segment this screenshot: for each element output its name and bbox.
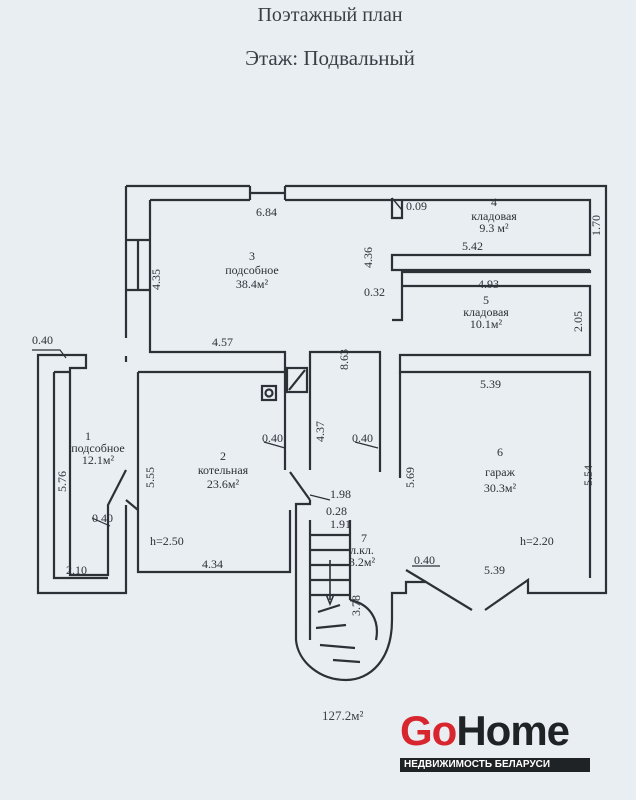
room-4-number: 4 [491,195,497,209]
dim-0-40-boiler: 0.40 [262,431,283,445]
room-5-name: кладовая [463,305,509,319]
dim-0-40-left: 0.40 [32,333,53,347]
outer-wall-inner [148,200,402,478]
room-5-area: 10.1м² [470,317,503,331]
dim-0-40-garage: 0.40 [414,553,435,567]
chimney [285,366,309,394]
left-room-inner [52,370,108,580]
dim-4-34: 4.34 [202,557,223,571]
floor-label: Этаж: Подвальный [245,46,415,70]
door-storage4 [391,197,403,211]
height-boiler: h=2.50 [150,534,184,548]
logo-go: Go [400,707,457,754]
dim-8-63: 8.63 [337,349,351,370]
logo-tagline: НЕДВИЖИМОСТЬ БЕЛАРУСИ [400,758,590,772]
storage5-wall [398,284,592,578]
room-5-number: 5 [483,293,489,307]
room-2-area: 23.6м² [207,477,240,491]
window-top [248,186,287,200]
logo-wordmark: GoHome [400,708,590,754]
left-outer-wall [36,186,128,595]
dim-2-10: 2.10 [66,563,87,577]
room-1-name: подсобное [71,441,125,455]
dim-5-55: 5.55 [143,467,157,488]
dim-0-40-door: 0.40 [92,511,113,525]
floor-plan: 6.84 0.09 4.35 4.36 5.42 1.70 4.93 0.32 … [32,184,608,682]
dim-4-57: 4.57 [212,335,233,349]
dim-4-36: 4.36 [361,247,375,268]
dim-3-78: 3.78 [349,595,363,616]
room-6-name: гараж [485,465,516,479]
room-6-area: 30.3м² [484,481,517,495]
room-7-name: л.кл. [350,543,374,557]
total-area: 127.2м² [322,708,364,723]
room-3-name: подсобное [225,263,279,277]
dim-2-05: 2.05 [571,311,585,332]
dim-0-09: 0.09 [406,199,427,213]
garage-door-left [405,569,427,583]
room-1-area: 12.1м² [82,453,115,467]
outer-wall [126,184,608,682]
dim-1-70: 1.70 [589,215,603,236]
dim-1-98: 1.98 [330,487,351,501]
gohome-logo: GoHome НЕДВИЖИМОСТЬ БЕЛАРУСИ [400,708,590,774]
dim-5-42: 5.42 [462,239,483,253]
dim-4-35: 4.35 [149,269,163,290]
dim-5-76: 5.76 [55,471,69,492]
dim-5-69: 5.69 [403,467,417,488]
room-2-name: котельная [198,463,249,477]
window-left [126,238,150,292]
dim-0-40-center: 0.40 [352,431,373,445]
logo-home: Home [456,707,570,754]
room-7-area: 3.2м² [349,555,376,569]
room-6-number: 6 [497,445,503,459]
top-inner-wall [150,198,592,322]
dim-5-39-top: 5.39 [480,377,501,391]
dim-5-39-bottom: 5.39 [484,563,505,577]
room-4-name: кладовая [471,209,517,223]
dim-0-28: 0.28 [326,504,347,518]
height-garage: h=2.20 [520,534,554,548]
stairs-arrow [325,560,335,607]
room-3-area: 38.4м² [236,277,269,291]
room-1-number: 1 [85,429,91,443]
room-4-area: 9.3 м² [479,221,509,235]
dim-0-32: 0.32 [364,285,385,299]
boiler-wall [125,370,292,574]
room-7-number: 7 [361,531,367,545]
dim-4-37: 4.37 [313,421,327,442]
room-3-number: 3 [249,249,255,263]
plan-title: Поэтажный план [257,4,403,26]
dim-5-54: 5.54 [581,465,595,486]
dim-1-91: 1.91 [330,517,351,531]
dim-6-84: 6.84 [256,205,277,219]
room-2-number: 2 [220,449,226,463]
boiler-symbol [260,384,278,402]
dim-4-93: 4.93 [478,277,499,291]
